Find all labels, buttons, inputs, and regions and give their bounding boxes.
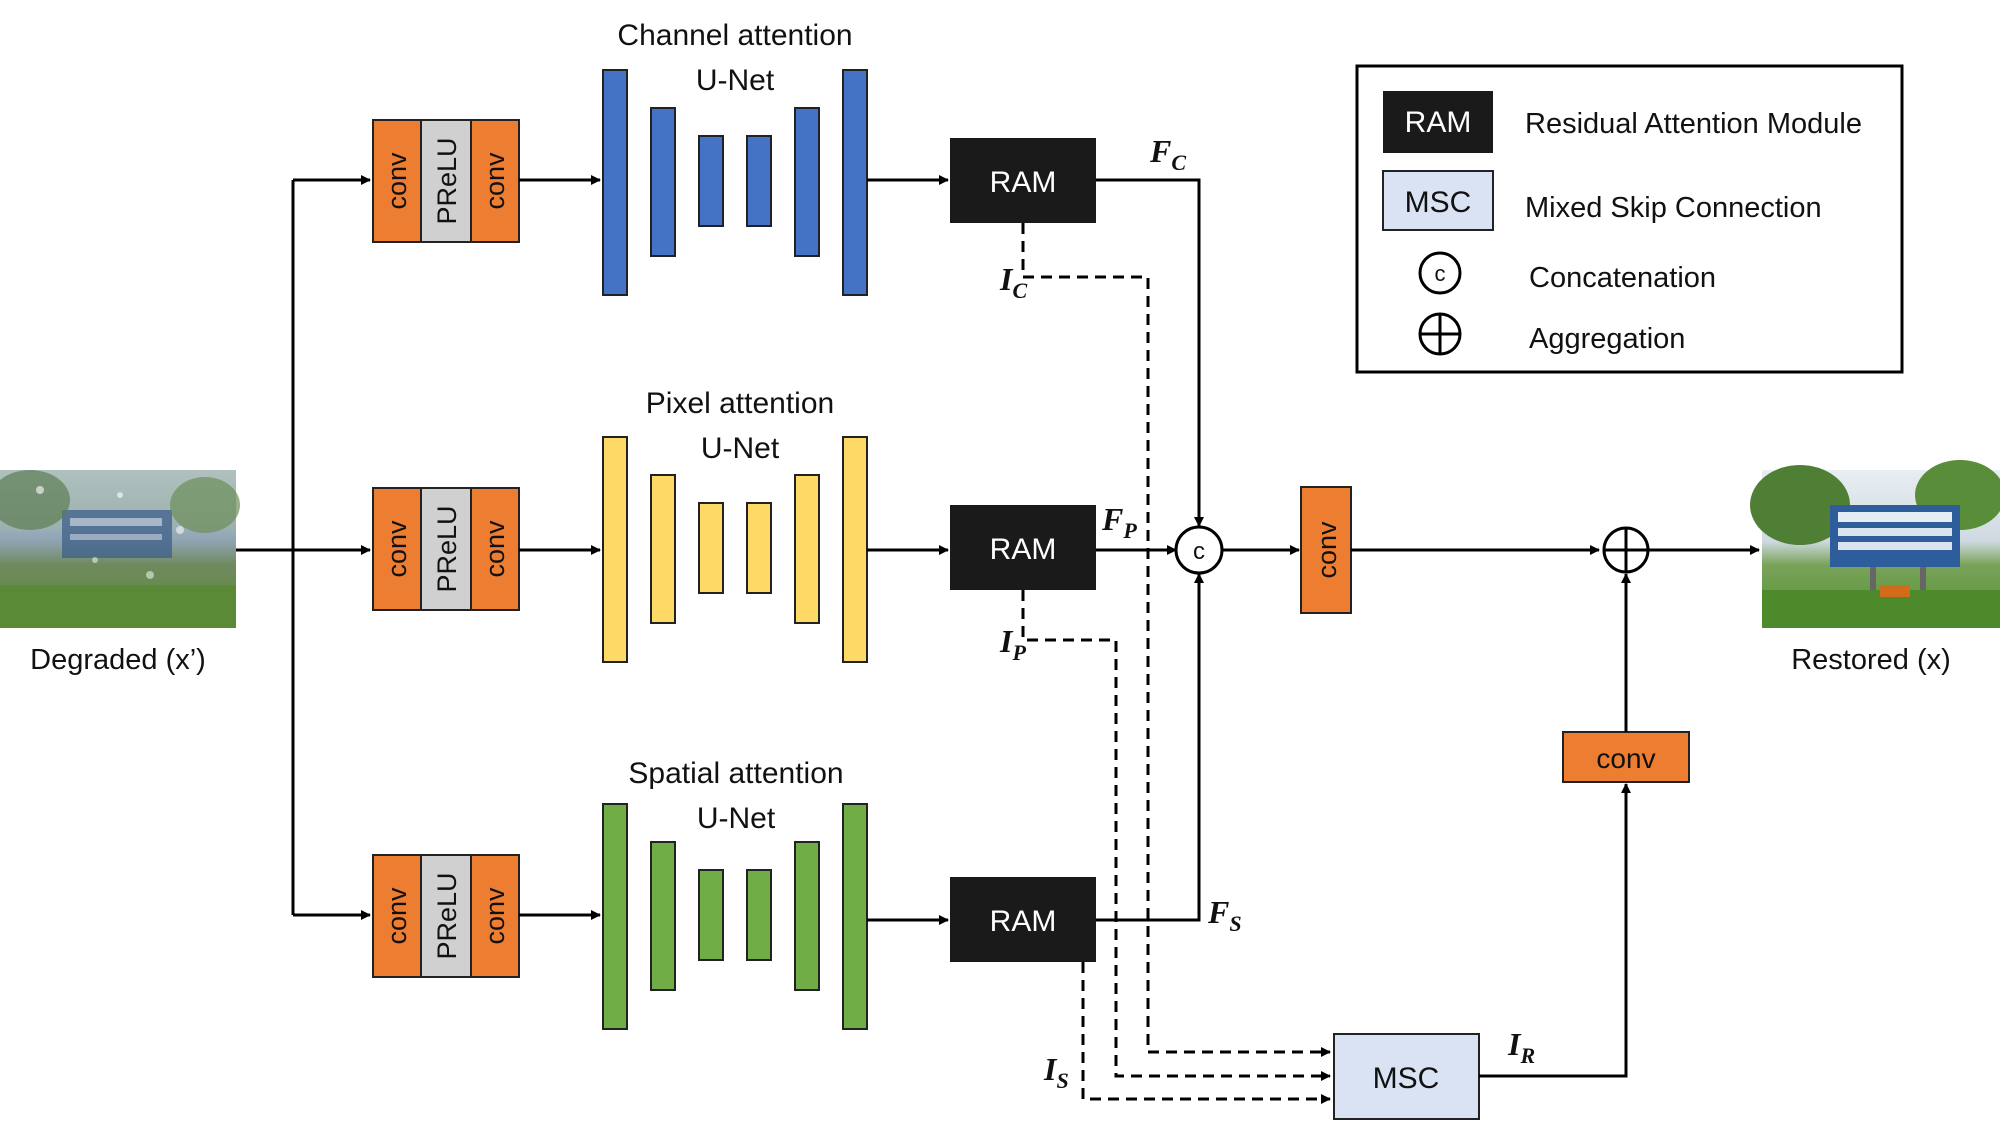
legend-item-aggregation: Aggregation	[1418, 312, 1685, 356]
stem-conv-1-label: conv	[382, 520, 412, 578]
stem-conv-2-label: conv	[480, 520, 510, 578]
aggregation-icon	[1418, 312, 1462, 356]
feature-label-fs: FS	[1207, 894, 1242, 936]
fusion-conv-label: conv	[1312, 521, 1342, 579]
branch-subtitle: U-Net	[696, 64, 775, 97]
ram-label: RAM	[990, 905, 1057, 938]
msc-to-conv	[1479, 783, 1631, 1078]
feature-label-fc: FC	[1149, 133, 1186, 175]
concatenation-icon	[1418, 251, 1462, 295]
msc-block: MSC	[1333, 1033, 1480, 1120]
stem-prelu-label: PReLU	[432, 505, 462, 592]
legend: RAM Residual Attention Module MSC Mixed …	[1355, 64, 1904, 374]
svg-text:IP: IP	[999, 623, 1026, 665]
legend-msc-text: Mixed Skip Connection	[1525, 192, 1822, 224]
legend-concat-key: c	[1435, 261, 1446, 286]
svg-text:IC: IC	[999, 261, 1027, 303]
branch-title: Spatial attention	[628, 757, 843, 790]
msc-label: MSC	[1373, 1062, 1440, 1095]
stem-conv-2-label: conv	[480, 152, 510, 210]
fusion-conv-block: conv	[1300, 486, 1352, 614]
unet-blocks	[602, 436, 868, 663]
degraded-input-image	[0, 470, 240, 628]
ram-block: RAM	[950, 877, 1096, 962]
feature-connectors	[1096, 178, 1300, 922]
concatenation-node: c	[1174, 525, 1224, 575]
skip-conv-label: conv	[1596, 743, 1655, 774]
stem-block: conv PReLU conv	[372, 854, 520, 978]
branch-channel-attention: conv PReLU conv Channel attention U-Net …	[372, 19, 1096, 296]
branch-subtitle: U-Net	[697, 802, 776, 835]
svg-text:FP: FP	[1101, 501, 1137, 543]
unet-blocks	[602, 69, 868, 296]
ram-label: RAM	[990, 533, 1057, 566]
stem-prelu-label: PReLU	[432, 872, 462, 959]
restored-output-image	[1750, 460, 2000, 628]
skip-connectors	[1021, 223, 1331, 1104]
legend-ram-text: Residual Attention Module	[1525, 108, 1862, 140]
svg-text:FS: FS	[1207, 894, 1242, 936]
output-label: Restored (x)	[1791, 644, 1951, 676]
unet-blocks	[602, 803, 868, 1030]
aggregation-node	[1602, 526, 1650, 574]
svg-text:IS: IS	[1043, 1051, 1069, 1093]
legend-aggregation-text: Aggregation	[1529, 323, 1685, 355]
feature-label-ir: IR	[1507, 1026, 1535, 1068]
branch-title: Pixel attention	[646, 387, 834, 420]
legend-item-concatenation: c Concatenation	[1418, 251, 1716, 295]
branch-spatial-attention: conv PReLU conv Spatial attention U-Net …	[372, 757, 1096, 1030]
legend-ram-key: RAM	[1405, 106, 1472, 139]
image-label-is: IS	[1043, 1051, 1069, 1093]
svg-text:IR: IR	[1507, 1026, 1535, 1068]
input-connectors	[236, 175, 371, 920]
image-label-ip: IP	[999, 623, 1026, 665]
stem-block: conv PReLU conv	[372, 487, 520, 611]
input-label: Degraded (x’)	[30, 644, 206, 676]
stem-conv-1-label: conv	[382, 152, 412, 210]
image-label-ic: IC	[999, 261, 1027, 303]
feature-label-fp: FP	[1101, 501, 1137, 543]
ram-label: RAM	[990, 166, 1057, 199]
ram-block: RAM	[950, 505, 1096, 590]
legend-concat-text: Concatenation	[1529, 262, 1716, 294]
stem-block: conv PReLU conv	[372, 119, 520, 243]
legend-item-ram: RAM Residual Attention Module	[1383, 91, 1862, 153]
branch-subtitle: U-Net	[701, 432, 780, 465]
ram-block: RAM	[950, 138, 1096, 223]
skip-conv-block: conv	[1562, 731, 1690, 783]
branch-pixel-attention: conv PReLU conv Pixel attention U-Net RA…	[372, 387, 1096, 663]
stem-conv-1-label: conv	[382, 887, 412, 945]
legend-msc-key: MSC	[1405, 186, 1472, 219]
stem-prelu-label: PReLU	[432, 137, 462, 224]
legend-item-msc: MSC Mixed Skip Connection	[1382, 170, 1822, 231]
svg-text:FC: FC	[1149, 133, 1186, 175]
concat-symbol: c	[1193, 538, 1205, 565]
branch-title: Channel attention	[617, 19, 852, 52]
stem-conv-2-label: conv	[480, 887, 510, 945]
